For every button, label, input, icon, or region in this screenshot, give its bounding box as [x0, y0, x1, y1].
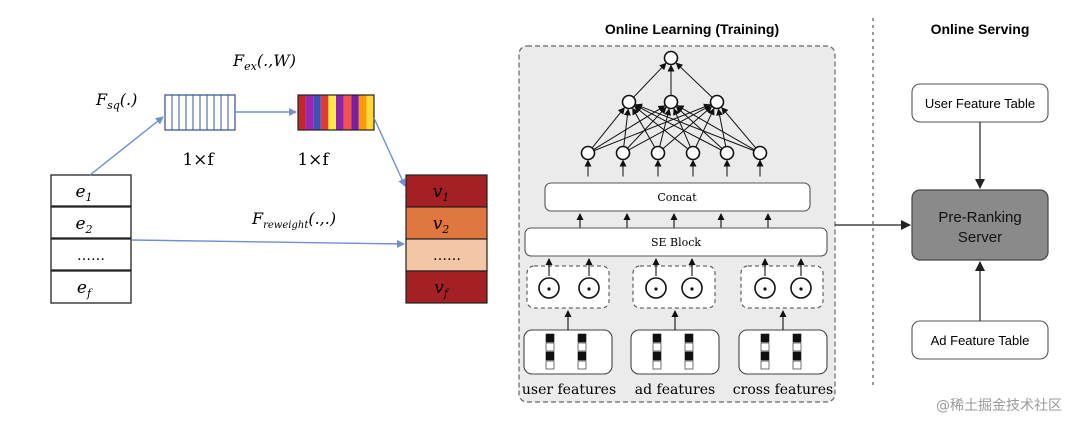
- embedding-e1: e1: [75, 182, 92, 204]
- neuron-node: [752, 145, 768, 161]
- ad-feature-table-label: Ad Feature Table: [931, 333, 1030, 348]
- output-stack: v1 v2 …… vf: [405, 174, 488, 304]
- server-label-line1: Pre-Ranking: [938, 209, 1021, 226]
- embedding-stack: e1 e2 …… ef: [50, 174, 132, 304]
- excitation-label: Fex(.,W): [232, 51, 296, 73]
- squeeze-vector: [164, 94, 236, 131]
- excite-stripe: [320, 95, 329, 130]
- output-ellipsis: ……: [433, 248, 461, 264]
- reweight-label: Freweight(.,.): [251, 209, 336, 231]
- embedding-ef: ef: [77, 278, 93, 300]
- neuron-node: [663, 94, 679, 110]
- output-vf: vf: [434, 278, 450, 300]
- neuron-node: [685, 145, 701, 161]
- excitation-vector: [297, 94, 375, 131]
- training-panel: Online Learning (Training) Concat SE Blo…: [518, 21, 836, 403]
- excite-stripe: [305, 95, 314, 130]
- serving-panel: Online Serving User Feature Table Pre-Ra…: [835, 21, 1049, 360]
- excite-stripe: [313, 95, 321, 130]
- excite-stripe: [358, 95, 367, 130]
- concat-label: Concat: [657, 191, 697, 204]
- excite-stripe: [366, 95, 374, 130]
- neuron-node: [650, 145, 666, 161]
- embedding-ellipsis: ……: [77, 248, 105, 264]
- feature-box: [630, 329, 720, 375]
- feature-box: [738, 329, 828, 375]
- embedding-e2: e2: [75, 214, 92, 236]
- neuron-node: [615, 145, 631, 161]
- excite-stripe: [298, 95, 306, 130]
- excite-dim-label: 1×f: [297, 150, 330, 170]
- concat-layer: [544, 182, 811, 212]
- squeeze-label: Fsq(.): [95, 90, 137, 112]
- feature-label-user: user features: [522, 382, 616, 398]
- excite-stripe: [343, 95, 352, 130]
- excite-stripe: [351, 95, 359, 130]
- squeeze-arrow: [89, 116, 164, 176]
- server-label-line2: Server: [958, 229, 1002, 246]
- training-container: [518, 45, 836, 403]
- training-title: Online Learning (Training): [605, 21, 779, 37]
- se-illustration: e1 e2 …… ef Fsq(.) Fex(.,W) 1×f 1×f Frew…: [50, 51, 488, 304]
- feature-box: [523, 329, 613, 375]
- watermark: @稀土掘金技术社区: [936, 398, 1062, 414]
- squeeze-dim-label: 1×f: [182, 150, 215, 170]
- feature-groups: [523, 258, 828, 375]
- scale-arrow: [373, 117, 406, 187]
- excite-stripe: [336, 95, 344, 130]
- mlp-network: [580, 50, 768, 177]
- neuron-node: [663, 50, 679, 66]
- output-v1: v1: [433, 182, 450, 204]
- neuron-node: [719, 145, 735, 161]
- excite-stripe: [328, 95, 336, 130]
- neuron-node: [621, 94, 637, 110]
- se-block-label: SE Block: [651, 236, 701, 249]
- user-feature-table-label: User Feature Table: [925, 96, 1035, 111]
- neuron-node: [709, 94, 725, 110]
- se-block-layer: [524, 227, 828, 257]
- se-to-concat-arrows: [576, 213, 772, 228]
- feature-label-ad: ad features: [635, 382, 715, 398]
- pre-ranking-server: [911, 189, 1049, 261]
- output-v2: v2: [433, 214, 450, 236]
- feature-label-cross: cross features: [733, 382, 833, 398]
- reweight-arrow: [131, 239, 405, 248]
- neuron-node: [580, 145, 596, 161]
- serving-title: Online Serving: [931, 21, 1030, 37]
